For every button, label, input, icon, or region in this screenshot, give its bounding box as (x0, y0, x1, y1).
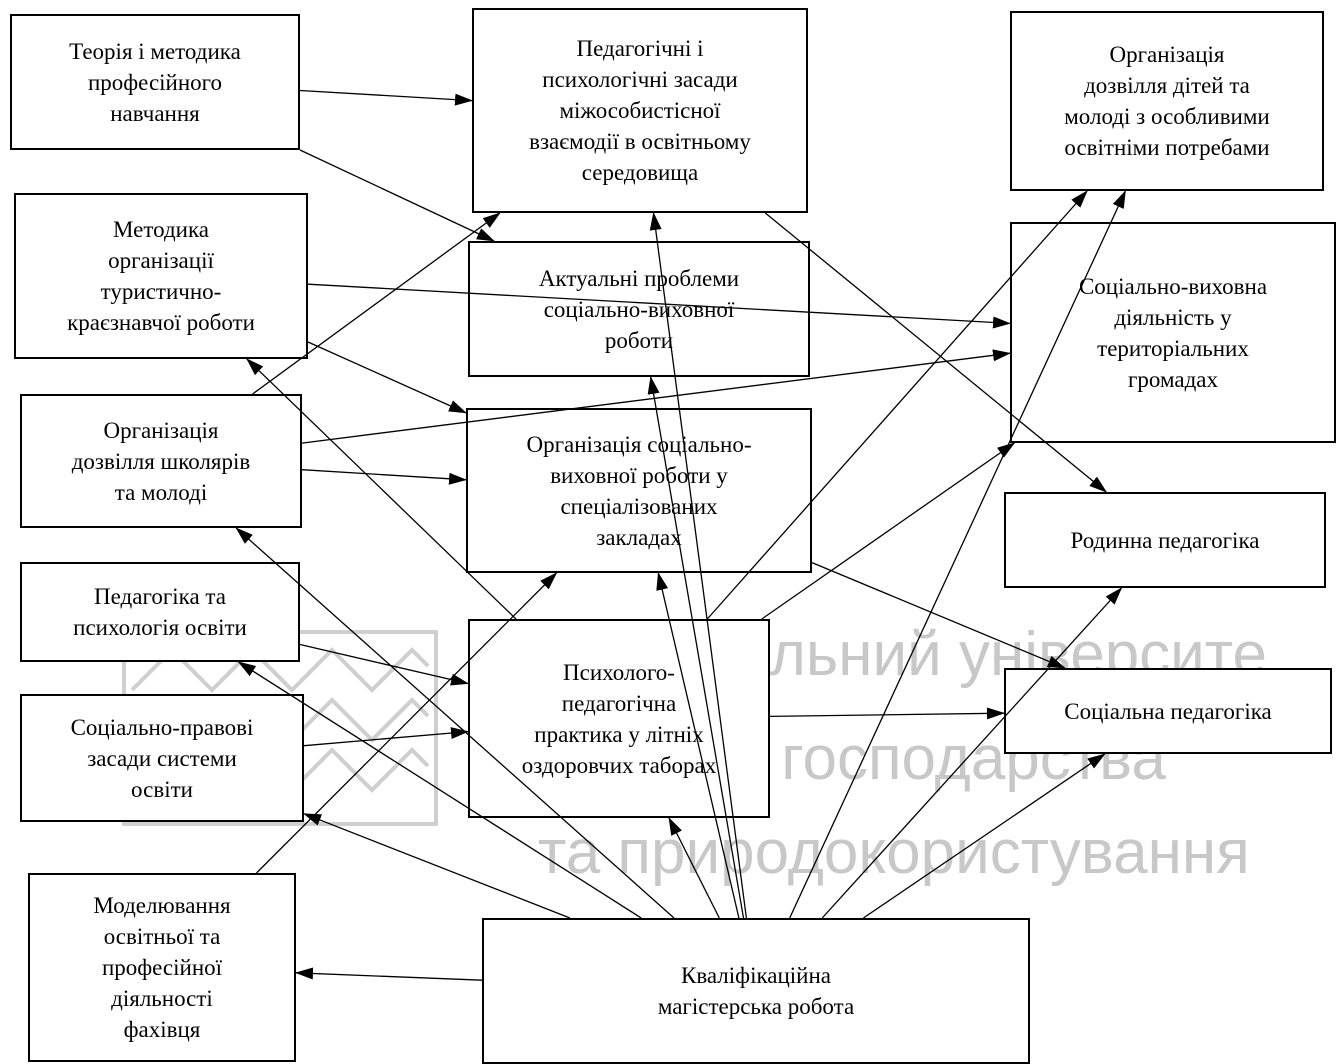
node-label-line: Організація (103, 417, 219, 443)
node-label-line: Соціальна педагогіка (1064, 698, 1272, 724)
node-label-line: виховної роботи у (550, 462, 728, 488)
node-label-line: Актуальні проблеми (538, 265, 740, 291)
node-label-line: магістерська робота (657, 994, 855, 1019)
node-label-line: Соціально-виховна (1078, 273, 1268, 299)
node-label-line: оздоровчих таборах (521, 752, 717, 778)
node-label-line: Соціально-правові (70, 714, 254, 740)
node-label-line: педагогічна (561, 690, 677, 716)
node-label-line: молоді з особливими (1064, 104, 1270, 129)
node-label-line: Психолого- (563, 659, 675, 685)
node-family-pedagogy: Родинна педагогіка (1004, 492, 1326, 588)
node-interpersonal-interaction-foundations: Педагогічні і психологічні засади міжособи… (472, 8, 808, 213)
node-label-line: професійної (101, 955, 223, 980)
node-label-line: Організація соціально- (526, 431, 752, 457)
arrow-practice-to-social (769, 707, 1005, 720)
node-label-line: міжособистісної (559, 98, 721, 123)
arrow-thesis-to-modeling (295, 967, 483, 981)
node-youth-leisure-organization: Організація дозвілля школярів та молоді (20, 394, 302, 528)
node-social-legal-foundations: Соціально-правові засади системи освіти (20, 694, 304, 822)
node-summer-camp-practice: Психолого-педагогічна практика у літніх оз… (468, 619, 770, 818)
node-label-line: Педагогічні і (576, 36, 704, 61)
node-label-line: освітньої та (103, 924, 221, 949)
node-label-line: Педагогіка та (94, 584, 226, 609)
node-label-line: діяльність у (1114, 304, 1232, 330)
node-label-line: Кваліфікаційна (680, 963, 832, 988)
node-label-line: закладах (596, 524, 682, 550)
node-label-line: та молоді (114, 479, 208, 505)
node-current-problems-social-educational-work: Актуальні проблеми соціально-виховної робо… (468, 241, 810, 377)
arrow-theory-to-interaction (299, 89, 473, 106)
node-masters-thesis: Кваліфікаційна магістерська робота (482, 918, 1030, 1064)
node-pedagogy-psychology-education: Педагогіка та психологія освіти (20, 562, 300, 662)
node-label-line: фахівця (123, 1017, 201, 1042)
node-label-line: краєзнавчої роботи (67, 310, 255, 335)
watermark-line-3: та природокористування (538, 818, 1250, 887)
node-label-line: взаємодії в освітньому (529, 129, 751, 154)
node-label-line: туристично- (100, 279, 222, 304)
node-label-line: громадах (1127, 366, 1218, 392)
node-label-line: середовища (581, 160, 699, 185)
node-leisure-special-needs: Організація дозвілля дітей та молоді з осо… (1010, 11, 1324, 191)
node-label-line: засади системи (87, 745, 237, 771)
node-label-line: дозвілля школярів (71, 448, 251, 474)
node-label-line: організації (108, 248, 214, 273)
node-label-line: Моделювання (93, 893, 231, 918)
arrow-thesis-to-legal (303, 813, 571, 919)
node-modeling-professional-activity: Моделювання освітньої та професійної діяльн… (28, 873, 296, 1062)
node-label-line: роботи (604, 327, 674, 353)
node-theory-methods-vocational-training: Теорія і методика професійного навчання (10, 14, 300, 150)
arrow-theory-to-actual (299, 149, 495, 242)
arrow-leisure-to-specialized (301, 469, 467, 485)
node-label-line: Родинна педагогіка (1070, 527, 1260, 553)
node-label-line: територіальних (1097, 335, 1249, 361)
node-label-line: психологічні засади (542, 67, 738, 92)
arrow-tourism-to-specialized (307, 341, 467, 414)
node-tourism-local-history-methods: Методика організації туристично-краєзнавчо… (14, 193, 308, 359)
node-label-line: професійного (87, 69, 223, 95)
node-label-line: дозвілля дітей та (1084, 73, 1250, 98)
node-label-line: Методика (113, 217, 209, 242)
node-territorial-communities-work: Соціально-виховна діяльність у територіаль… (1010, 222, 1336, 443)
node-label-line: соціально-виховної (543, 296, 735, 322)
node-label-line: діяльності (111, 986, 213, 1011)
node-label-line: Теорія і методика (69, 38, 241, 64)
node-label-line: психологія освіти (73, 615, 247, 640)
node-label-line: спеціалізованих (560, 493, 718, 519)
node-social-pedagogy: Соціальна педагогіка (1004, 668, 1332, 754)
node-label-line: навчання (110, 100, 200, 126)
node-label-line: практика у літніх (534, 721, 704, 747)
node-social-work-in-specialized-institutions: Організація соціально-виховної роботи у с… (466, 408, 812, 573)
node-label-line: Організація (1109, 42, 1225, 67)
node-label-line: освіти (131, 776, 193, 802)
node-label-line: освітніми потребами (1064, 135, 1270, 160)
